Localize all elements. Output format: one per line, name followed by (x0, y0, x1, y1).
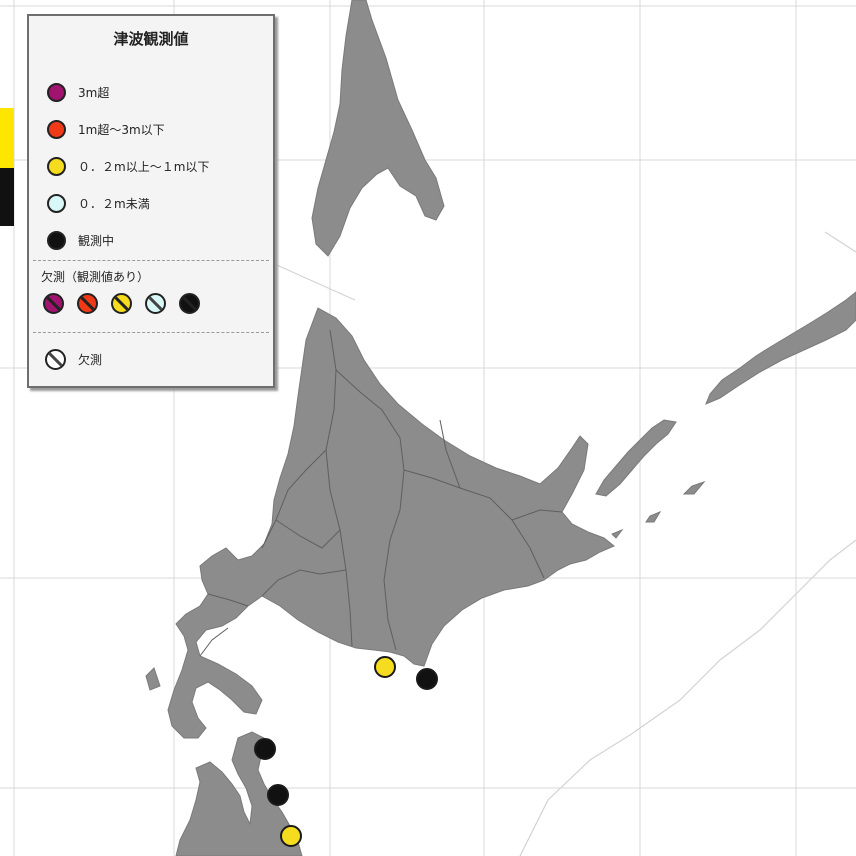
honshu-aomori (175, 731, 303, 856)
kuril-island-2 (595, 419, 677, 497)
boundary-line-2 (824, 231, 856, 253)
legend-missing-with-value-title: 欠測（観測値あり） (41, 270, 150, 284)
marker-icon (47, 119, 66, 139)
legend-panel: 津波観測値 3m超 1m超～3m以下 ０．２m以上～１m以下 ０．２m未満 観測… (27, 14, 275, 388)
legend-item-label: 観測中 (78, 233, 115, 248)
station-marker-aomori-pacific[interactable] (280, 825, 302, 847)
legend-divider (33, 260, 269, 261)
small-island (145, 667, 161, 691)
region-lines (199, 329, 563, 657)
legend-item-over-3m: 3m超 (47, 79, 109, 105)
kuril-island-3 (682, 480, 706, 495)
hatched-marker-icon (111, 293, 132, 314)
marker-icon (47, 156, 66, 176)
legend-item-0.2m-to-1m: ０．２m以上～１m以下 (47, 153, 209, 179)
legend-missing-with-value-markers (43, 293, 200, 314)
boundary-line (269, 261, 356, 301)
station-marker-erimo[interactable] (416, 668, 438, 690)
legend-item-label: 欠測 (78, 352, 103, 367)
trench-line (519, 539, 856, 856)
kuril-island-1 (705, 291, 856, 405)
missing-marker-icon (45, 348, 66, 370)
hatched-marker-icon (77, 293, 98, 314)
legend-item-label: 1m超～3m以下 (78, 122, 165, 137)
legend-item-label: 3m超 (78, 85, 110, 100)
legend-item-label: ０．２m未満 (78, 196, 150, 211)
hokkaido-island (167, 307, 615, 739)
kuril-island-4 (645, 510, 662, 523)
station-marker-shimokita-north[interactable] (254, 738, 276, 760)
station-marker-shimokita-east[interactable] (267, 784, 289, 806)
marker-icon (47, 193, 66, 213)
legend-item-label: ０．２m以上～１m以下 (78, 159, 210, 174)
legend-item-observing: 観測中 (47, 227, 114, 253)
legend-item-1m-to-3m: 1m超～3m以下 (47, 116, 165, 142)
sakhalin-island (311, 0, 445, 257)
edge-color-block-yellow (0, 108, 14, 168)
legend-title: 津波観測値 (113, 30, 189, 48)
marker-icon (47, 82, 66, 102)
legend-item-under-0.2m: ０．２m未満 (47, 190, 150, 216)
hatched-marker-icon (179, 293, 200, 314)
legend-item-missing: 欠測 (45, 346, 102, 372)
hatched-marker-icon (145, 293, 166, 314)
legend-divider (33, 332, 269, 333)
edge-color-block-black (0, 168, 14, 226)
hatched-marker-icon (43, 293, 64, 314)
kuril-island-5 (611, 528, 624, 539)
station-marker-hidaka[interactable] (374, 656, 396, 678)
marker-icon (47, 230, 66, 250)
